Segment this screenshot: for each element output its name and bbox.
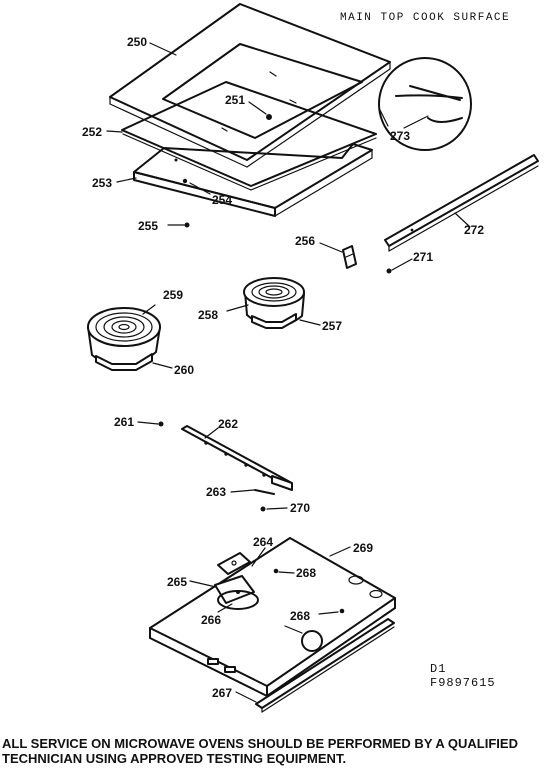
label-270: 270 (290, 501, 310, 515)
label-273: 273 (390, 129, 410, 143)
leader-256 (319, 242, 343, 253)
leader-253 (116, 177, 137, 183)
detail-view-273 (378, 57, 472, 151)
label-251: 251 (225, 93, 245, 107)
surface-element-259 (87, 307, 161, 371)
leader-273 (403, 115, 429, 129)
label-260: 260 (174, 363, 194, 377)
cooktop-frame-250 (109, 3, 391, 168)
label-264: 264 (253, 535, 273, 549)
leader-265 (189, 580, 217, 588)
bracket-assembly-264-266 (214, 575, 259, 610)
label-263: 263 (206, 485, 226, 499)
leader-268b (318, 611, 339, 615)
leader-251 (248, 101, 267, 115)
leader-260 (152, 362, 173, 369)
edge-trim-267 (255, 618, 395, 713)
label-266: 266 (201, 613, 221, 627)
label-253: 253 (92, 176, 112, 190)
label-258: 258 (198, 308, 218, 322)
leader-257a (299, 319, 321, 326)
label-261: 261 (114, 415, 134, 429)
diagram-title: MAIN TOP COOK SURFACE (340, 12, 510, 24)
screw-268a (273, 568, 279, 574)
label-271: 271 (413, 250, 433, 264)
surface-element-258 (243, 277, 305, 329)
label-272: 272 (464, 223, 484, 237)
footer-warning-line1: ALL SERVICE ON MICROWAVE OVENS SHOULD BE… (2, 736, 518, 751)
terminal-263 (254, 489, 275, 495)
screw-270 (260, 506, 266, 512)
label-268-lower: 268 (290, 609, 310, 623)
leader-263 (230, 489, 255, 493)
trim-strip-272 (384, 154, 539, 252)
leader-266 (217, 603, 233, 613)
terminal-bracket-262 (181, 425, 293, 491)
leader-261 (137, 421, 159, 425)
label-259: 259 (163, 288, 183, 302)
screw-268b (339, 608, 345, 614)
screw-271 (386, 268, 392, 274)
screw-251 (266, 114, 272, 120)
leader-269 (329, 546, 351, 557)
label-252: 252 (82, 125, 102, 139)
clip-256 (342, 245, 357, 269)
label-250: 250 (127, 35, 147, 49)
leader-262 (204, 427, 219, 439)
support-pan-253 (133, 143, 373, 217)
footer-warning-line2: TECHNICIAN USING APPROVED TESTING EQUIPM… (2, 751, 346, 766)
bottom-box-269 (149, 537, 396, 697)
leader-252 (106, 130, 123, 133)
label-257: 257 (322, 319, 342, 333)
leader-267b (235, 691, 257, 703)
screw-261 (158, 421, 164, 427)
leader-272 (454, 212, 471, 228)
screw-255 (184, 222, 190, 228)
leader-259 (142, 304, 156, 315)
leader-268a (278, 571, 295, 574)
diagram-code: D1 (430, 662, 446, 676)
label-267: 267 (212, 686, 232, 700)
leader-250 (149, 42, 177, 56)
catalog-number: F9897615 (430, 676, 496, 690)
leader-258 (226, 304, 249, 312)
label-254: 254 (212, 193, 232, 207)
leader-271 (391, 258, 413, 271)
label-255: 255 (138, 219, 158, 233)
glass-panel-252 (121, 81, 377, 191)
label-268-upper: 268 (296, 566, 316, 580)
label-269: 269 (353, 541, 373, 555)
leader-254 (189, 182, 211, 195)
leader-270 (266, 507, 288, 510)
leader-264 (251, 547, 266, 567)
label-265: 265 (167, 575, 187, 589)
label-256: 256 (295, 234, 315, 248)
label-262: 262 (218, 417, 238, 431)
